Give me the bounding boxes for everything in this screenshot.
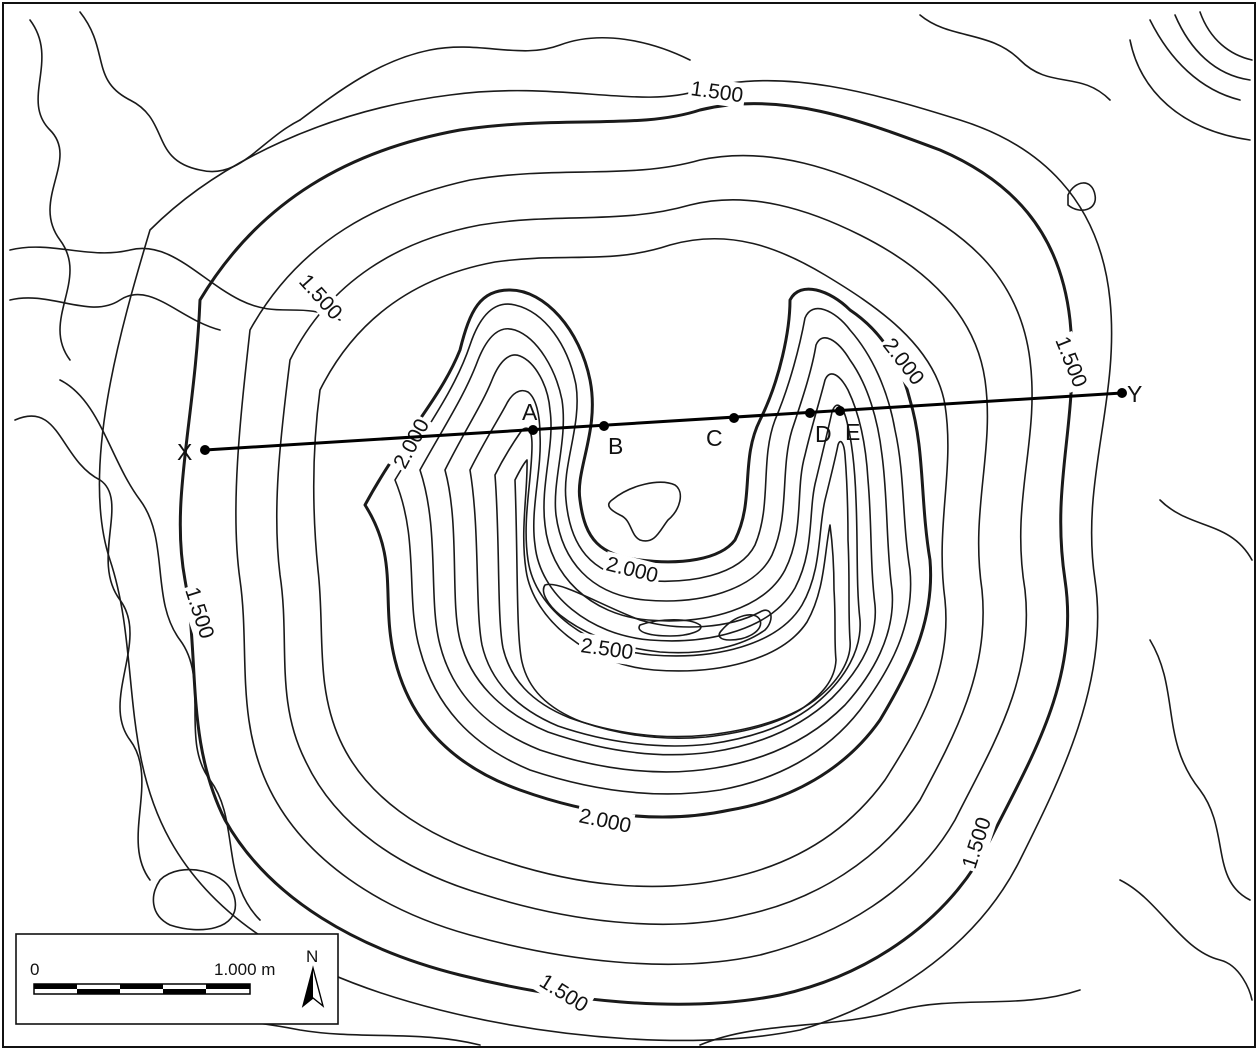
point-y-label: Y	[1127, 381, 1142, 407]
profile-line: X Y A B C D E	[177, 381, 1142, 465]
point-y-marker	[1117, 388, 1127, 398]
north-label: N	[306, 947, 318, 966]
volcano-contours	[98, 79, 1113, 1042]
scale-bar	[33, 983, 251, 995]
point-a-marker	[528, 425, 538, 435]
legend-frame	[15, 933, 339, 1025]
point-d-label: D	[815, 421, 832, 447]
point-e-marker	[835, 406, 845, 416]
legend-box: 0 1.000 m N	[15, 933, 339, 1025]
point-c-label: C	[706, 425, 723, 451]
point-b-marker	[599, 421, 609, 431]
point-x-marker	[200, 445, 210, 455]
point-a-label: A	[522, 399, 538, 425]
north-arrow-icon	[301, 965, 325, 1008]
outer-contours	[9, 11, 1253, 1046]
scale-start-label: 0	[30, 960, 39, 979]
point-d-marker	[805, 408, 815, 418]
profile-line-xy	[204, 391, 1123, 452]
point-c-marker	[729, 413, 739, 423]
point-b-label: B	[608, 433, 623, 459]
point-x-label: X	[177, 439, 192, 465]
point-e-label: E	[845, 419, 860, 445]
scale-end-label: 1.000 m	[214, 960, 275, 979]
contour-labels: 1.500 1.500 1.500 1.500 1.500 1.500 2.00…	[178, 75, 1094, 1020]
